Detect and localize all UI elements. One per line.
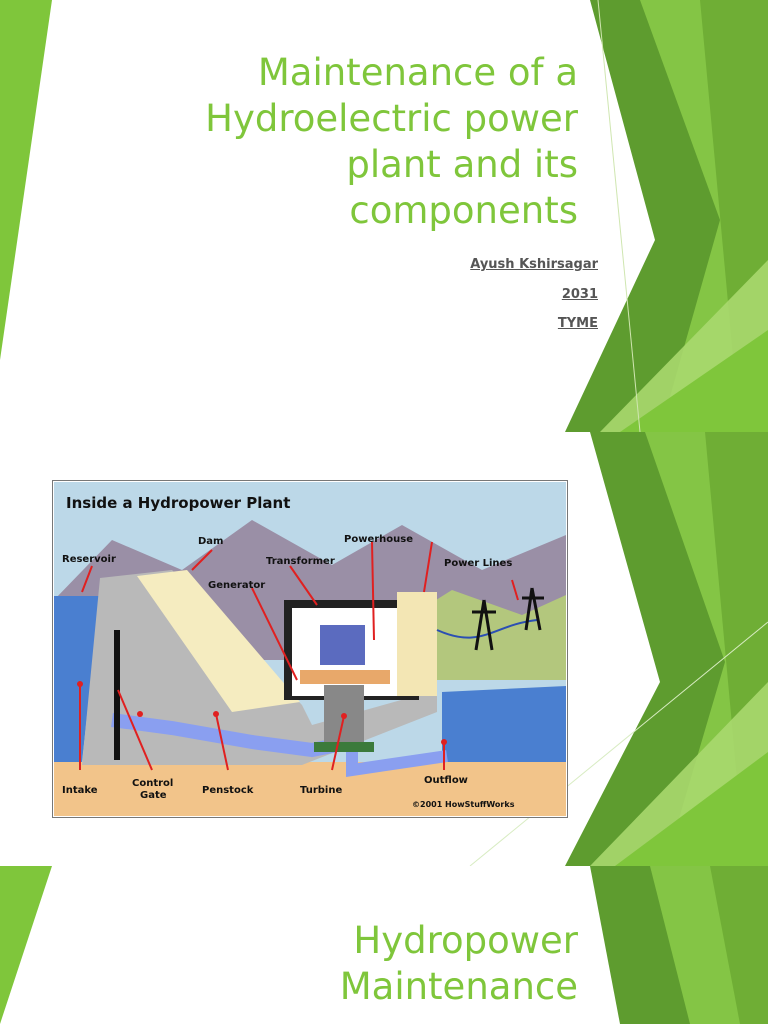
section-title: Hydropower Maintenance bbox=[178, 918, 578, 1010]
slide-3: Hydropower Maintenance bbox=[0, 866, 768, 1024]
slide-decoration bbox=[469, 432, 768, 866]
label-turbine: Turbine bbox=[300, 785, 342, 796]
title-line: Maintenance bbox=[339, 965, 578, 1008]
label-transformer: Transformer bbox=[266, 556, 335, 567]
roll-number: 2031 bbox=[561, 287, 598, 302]
title-line: Maintenance of a bbox=[257, 51, 578, 94]
diagram-title: Inside a Hydropower Plant bbox=[66, 494, 290, 512]
label-powerhouse: Powerhouse bbox=[344, 534, 413, 545]
label-outflow: Outflow bbox=[424, 775, 468, 786]
diagram-credit: ©2001 HowStuffWorks bbox=[412, 800, 515, 809]
hydropower-diagram: Inside a Hydropower Plant Reservoir Dam … bbox=[52, 480, 568, 818]
slide-2: Inside a Hydropower Plant Reservoir Dam … bbox=[0, 432, 768, 866]
slide-decoration bbox=[0, 0, 768, 432]
title-line: components bbox=[349, 189, 578, 232]
author-name: Ayush Kshirsagar bbox=[470, 257, 598, 272]
label-dam: Dam bbox=[198, 536, 223, 547]
presentation-title: Maintenance of a Hydroelectric power pla… bbox=[108, 50, 578, 234]
label-gate: Gate bbox=[140, 790, 167, 801]
title-line: Hydropower bbox=[353, 919, 578, 962]
label-reservoir: Reservoir bbox=[62, 554, 116, 565]
slide-1: Maintenance of a Hydroelectric power pla… bbox=[0, 0, 768, 432]
slide-decoration bbox=[0, 866, 768, 1024]
label-intake: Intake bbox=[62, 785, 98, 796]
title-line: plant and its bbox=[346, 143, 578, 186]
label-generator: Generator bbox=[208, 580, 265, 591]
label-penstock: Penstock bbox=[202, 785, 254, 796]
class-name: TYME bbox=[557, 316, 598, 331]
label-power-lines: Power Lines bbox=[444, 558, 512, 569]
label-control: Control bbox=[132, 778, 173, 789]
title-line: Hydroelectric power bbox=[205, 97, 578, 140]
